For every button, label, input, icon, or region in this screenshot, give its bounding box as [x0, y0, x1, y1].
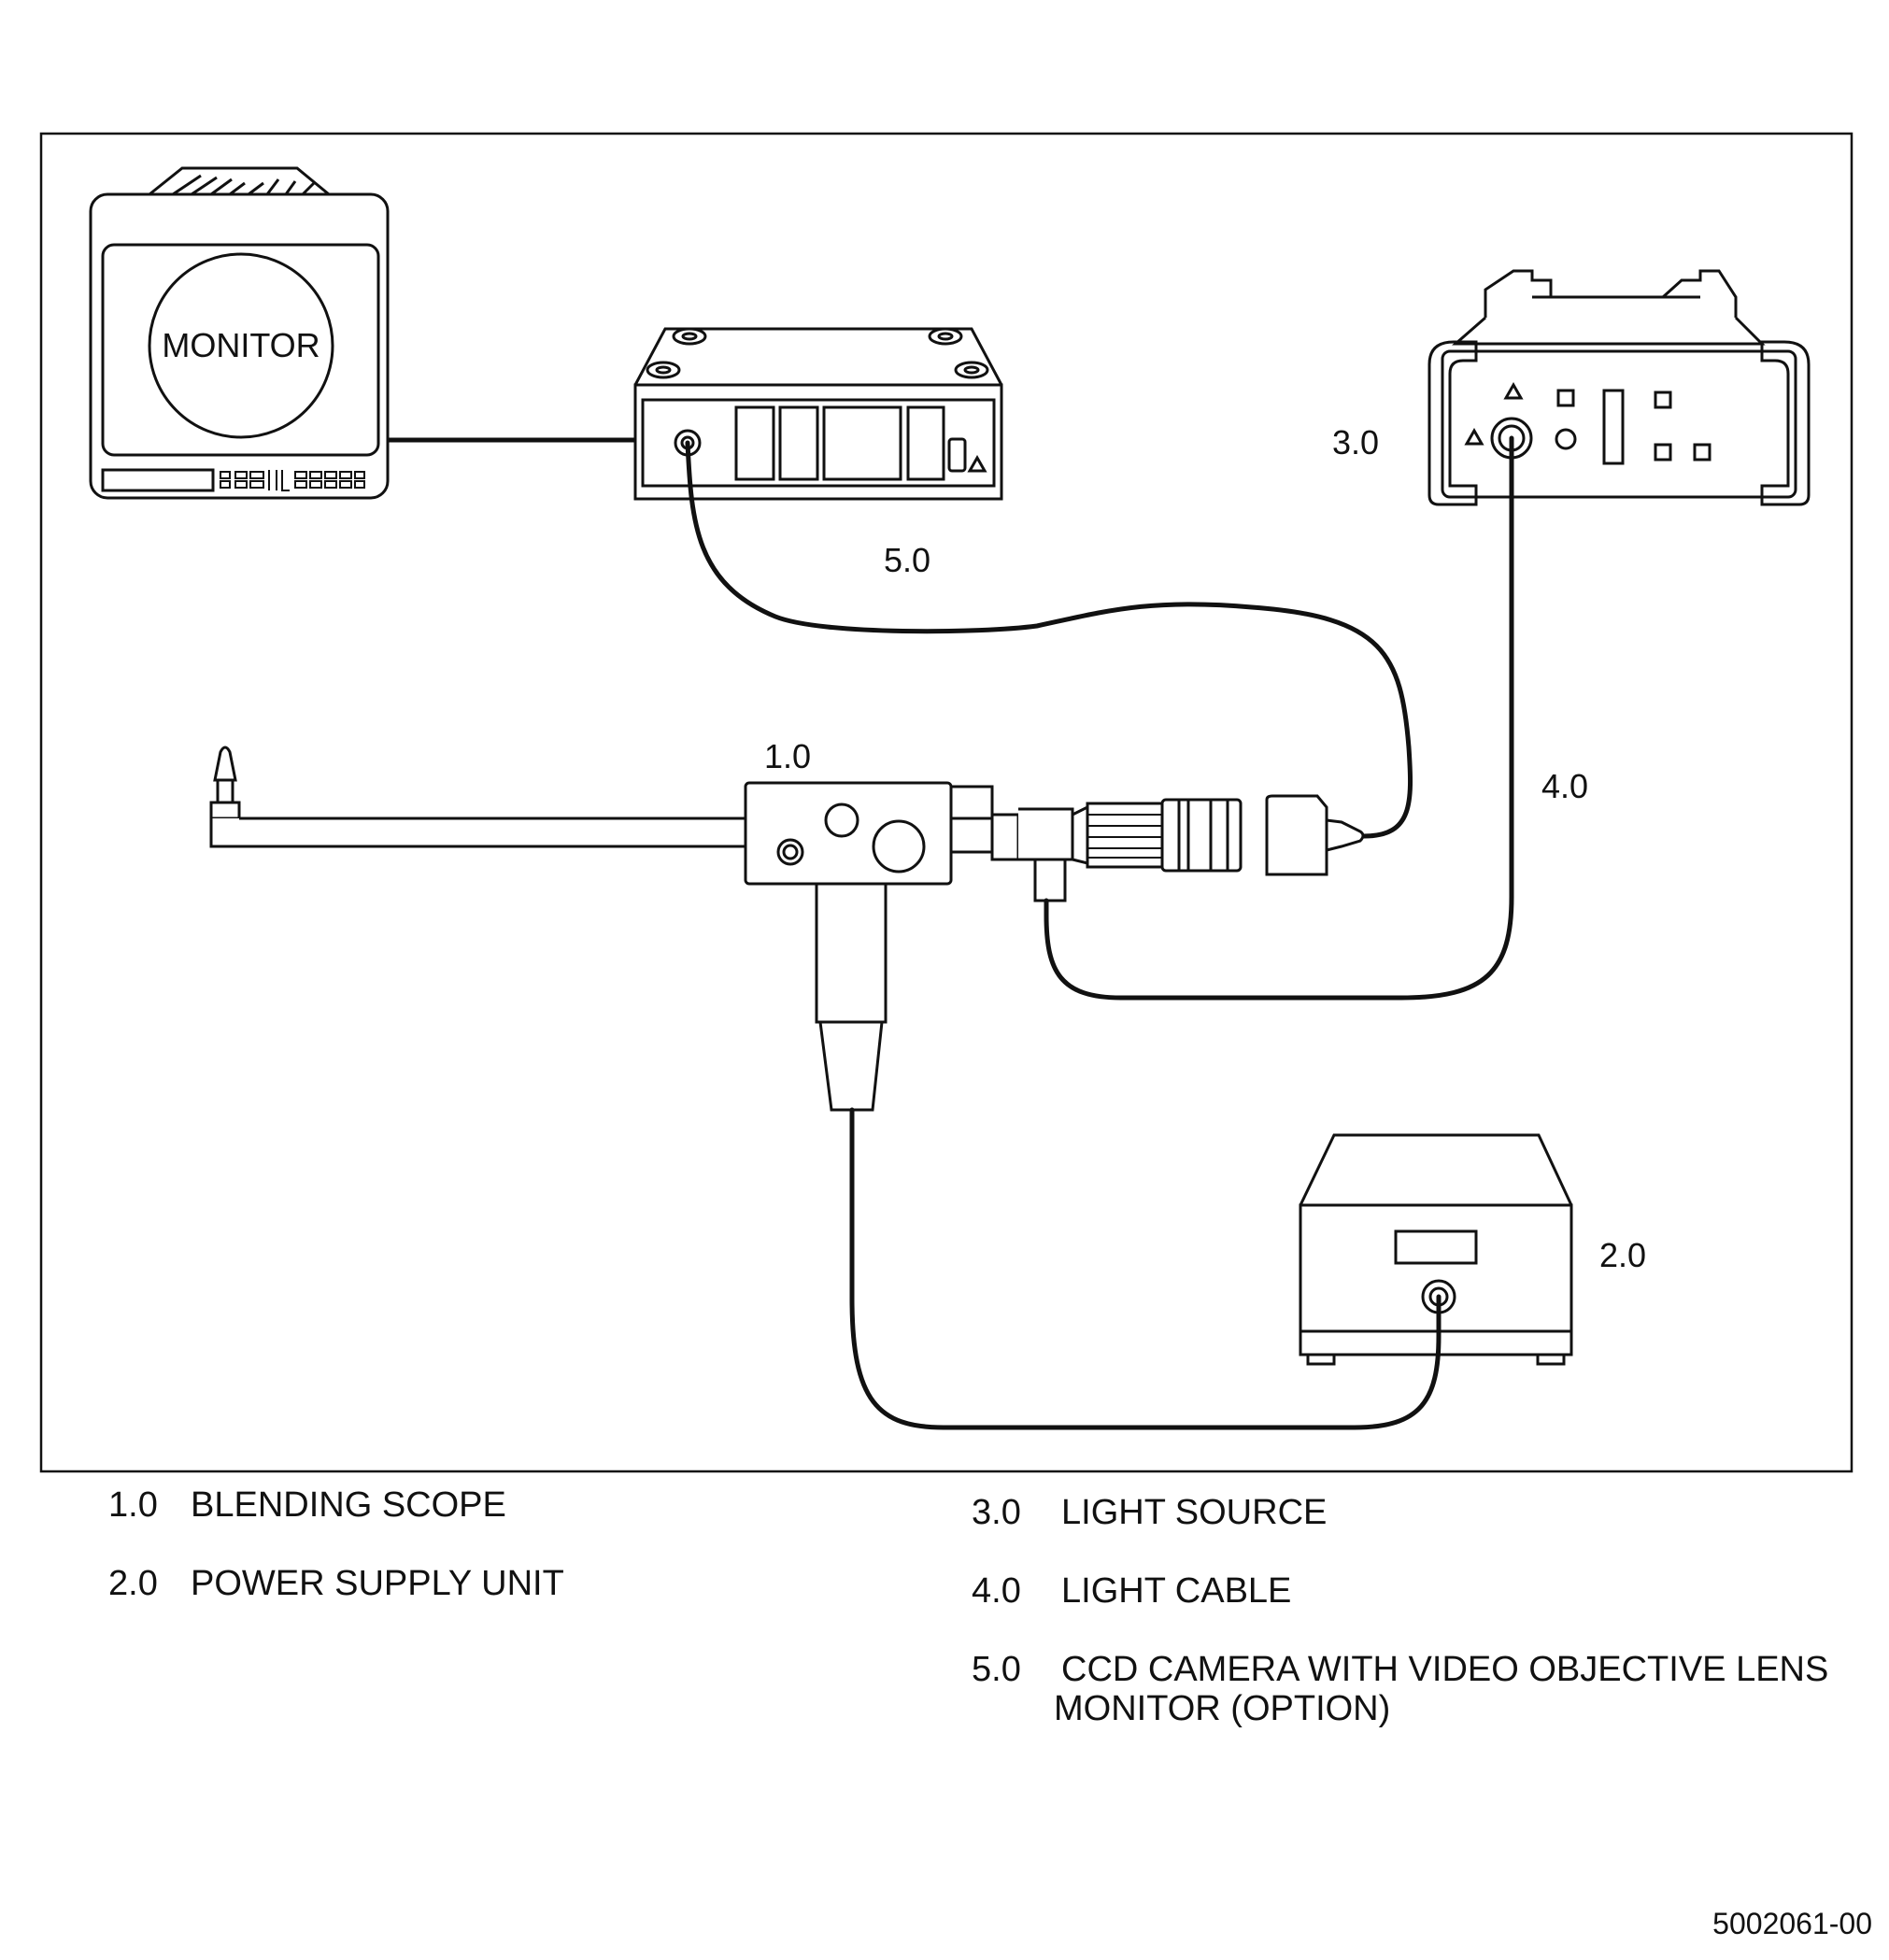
- legend-number: 4.0: [972, 1571, 1021, 1611]
- power-cable: [849, 1107, 1442, 1430]
- monitor-screen-label: MONITOR: [162, 326, 320, 364]
- document-number: 5002061-00: [1712, 1907, 1872, 1940]
- legend-text: POWER SUPPLY UNIT: [191, 1564, 564, 1603]
- light-cable: [1044, 435, 1514, 1001]
- legend-number: 3.0: [972, 1493, 1021, 1532]
- legend-text: CCD CAMERA WITH VIDEO OBJECTIVE LENS: [1061, 1650, 1829, 1689]
- legend-item-light-cable: 4.0 LIGHT CABLE: [972, 1571, 1291, 1611]
- legend-number: 2.0: [108, 1564, 158, 1603]
- callout-power-supply: 2.0: [1599, 1236, 1646, 1274]
- legend-item-light-source: 3.0 LIGHT SOURCE: [972, 1493, 1327, 1532]
- legend-text-line2: MONITOR (OPTION): [1054, 1689, 1391, 1728]
- diagram-frame: [39, 132, 1853, 1473]
- monitor-device: [89, 166, 390, 500]
- legend-text: LIGHT CABLE: [1061, 1571, 1292, 1611]
- legend-text: LIGHT SOURCE: [1061, 1493, 1328, 1532]
- legend-text: BLENDING SCOPE: [191, 1485, 506, 1525]
- callout-light-source: 3.0: [1332, 423, 1379, 462]
- legend-number: 5.0: [972, 1650, 1021, 1689]
- callout-ccd-camera: 5.0: [884, 541, 930, 579]
- ccd-camera-device: [633, 327, 1003, 501]
- light-source-device: [1427, 269, 1811, 506]
- ccd-camera-cable: [685, 440, 1413, 839]
- legend-number: 1.0: [108, 1485, 158, 1525]
- blending-scope-device: [209, 746, 1365, 1112]
- callout-light-cable: 4.0: [1541, 767, 1588, 805]
- legend-item-blending-scope: 1.0 BLENDING SCOPE: [108, 1485, 506, 1525]
- callout-scope: 1.0: [764, 737, 811, 775]
- legend-item-power-supply: 2.0 POWER SUPPLY UNIT: [108, 1564, 564, 1603]
- power-supply-device: [1299, 1133, 1573, 1366]
